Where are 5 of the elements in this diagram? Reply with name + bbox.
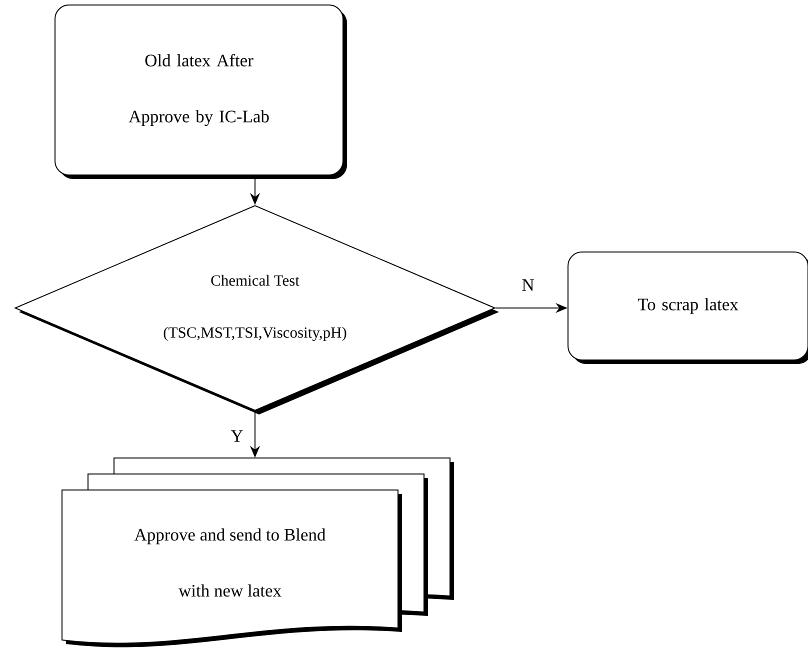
process-box: Old latex After Approve by IC-Lab <box>54 4 347 179</box>
edge-label: N <box>520 278 536 292</box>
document-stack: Approve and send to Blend with new latex <box>62 458 454 648</box>
edge-label: Y <box>230 429 244 443</box>
process-box: To scrap latex <box>568 252 808 364</box>
